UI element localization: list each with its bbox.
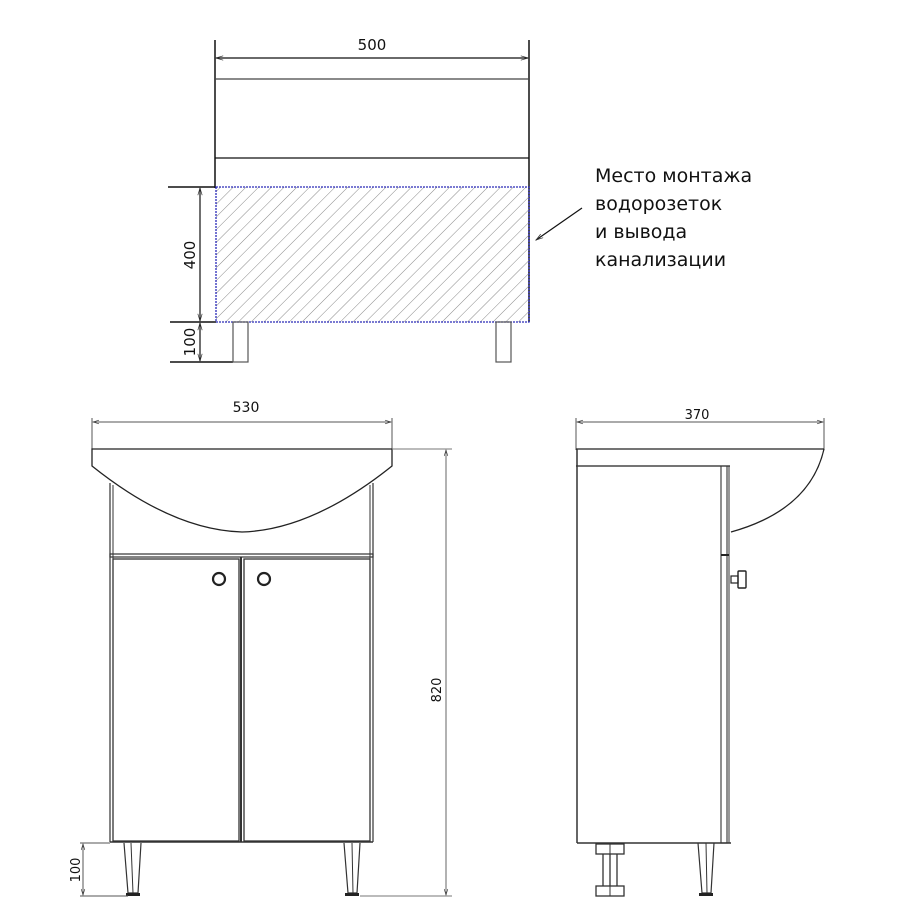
note-line-3: и вывода xyxy=(595,221,687,243)
leg-right xyxy=(495,321,512,363)
front-leg-height-label: 100 xyxy=(69,858,84,883)
note-line-2: водорозеток xyxy=(595,193,722,215)
leg-height-label-top: 100 xyxy=(181,328,199,357)
side-depth-label: 370 xyxy=(685,408,710,423)
door-right xyxy=(243,558,371,842)
zone-height-label: 400 xyxy=(181,241,199,270)
side-door-edge xyxy=(720,465,728,844)
side-view: 370 xyxy=(575,408,825,897)
front-view: 530 100 820 xyxy=(69,400,452,897)
note-line-1: Место монтажа xyxy=(595,165,752,187)
top-width-label: 500 xyxy=(358,36,387,54)
top-view: 500 400 100 xyxy=(168,36,583,363)
note-line-4: канализации xyxy=(595,249,726,271)
door-left xyxy=(112,558,240,842)
total-height-label: 820 xyxy=(430,678,445,703)
knob-right xyxy=(256,571,272,587)
washbasin xyxy=(91,448,393,533)
leg-left xyxy=(232,321,249,363)
mounting-note: Место монтажа водорозеток и вывода канал… xyxy=(595,165,752,271)
knob-left xyxy=(211,571,227,587)
mounting-zone xyxy=(215,186,530,323)
side-basin-curve xyxy=(730,448,825,533)
callout-arrow xyxy=(536,207,583,240)
front-width-label: 530 xyxy=(233,400,260,416)
side-knob xyxy=(737,570,747,589)
